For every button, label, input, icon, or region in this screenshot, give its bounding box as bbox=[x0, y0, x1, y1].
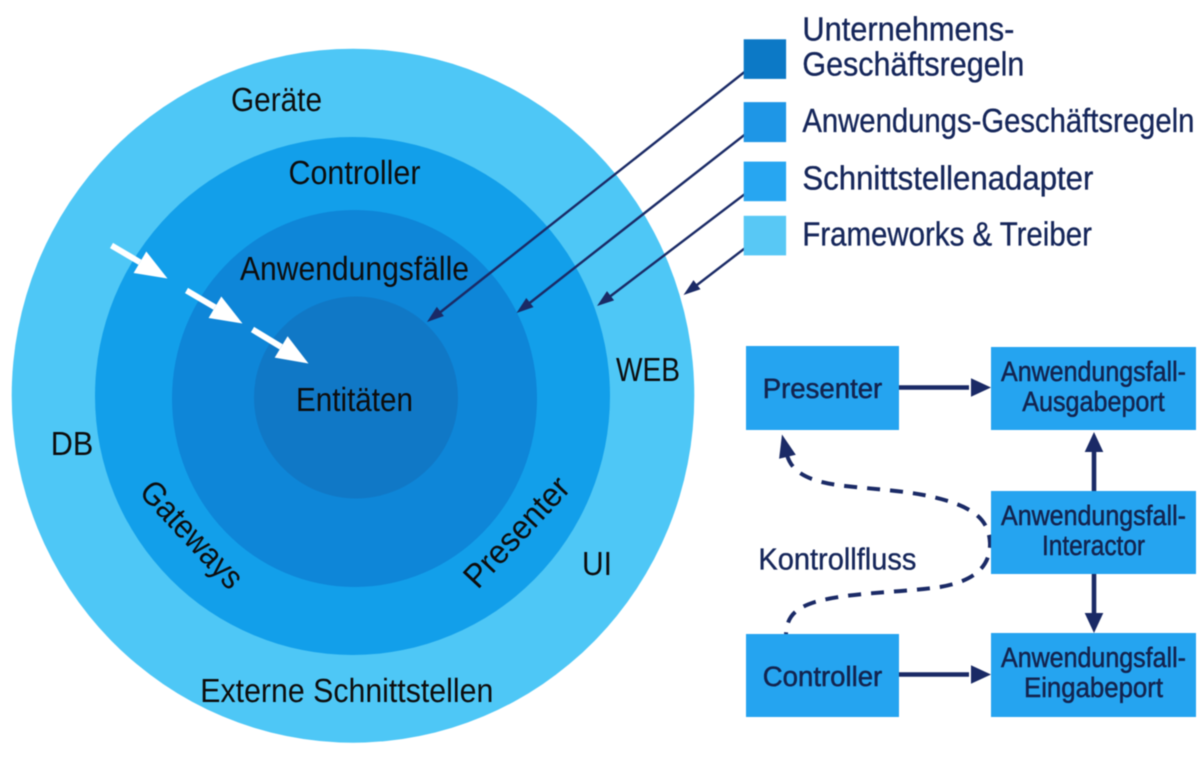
svg-text:Anwendungsfall-: Anwendungsfall- bbox=[1001, 642, 1186, 673]
svg-text:Schnittstellenadapter: Schnittstellenadapter bbox=[802, 160, 1093, 197]
svg-text:Controller: Controller bbox=[289, 155, 421, 192]
svg-text:WEB: WEB bbox=[616, 352, 680, 389]
svg-text:Externe Schnittstellen: Externe Schnittstellen bbox=[200, 673, 493, 710]
svg-text:Eingabeport: Eingabeport bbox=[1024, 672, 1163, 703]
svg-text:Anwendungsfall-: Anwendungsfall- bbox=[1001, 356, 1186, 387]
svg-text:Frameworks & Treiber: Frameworks & Treiber bbox=[802, 217, 1092, 254]
svg-text:Kontrollfluss: Kontrollfluss bbox=[758, 543, 916, 577]
svg-text:UI: UI bbox=[582, 546, 612, 583]
svg-text:DB: DB bbox=[51, 426, 94, 463]
svg-text:Presenter: Presenter bbox=[763, 373, 883, 404]
svg-text:Anwendungsfall-: Anwendungsfall- bbox=[1001, 500, 1186, 531]
svg-text:Anwendungsfälle: Anwendungsfälle bbox=[240, 251, 469, 288]
svg-text:Interactor: Interactor bbox=[1042, 530, 1145, 561]
svg-text:Geräte: Geräte bbox=[231, 82, 322, 119]
svg-text:Anwendungs-Geschäftsregeln: Anwendungs-Geschäftsregeln bbox=[802, 103, 1194, 140]
svg-text:Controller: Controller bbox=[763, 661, 883, 692]
svg-text:Unternehmens-: Unternehmens- bbox=[802, 12, 1014, 49]
svg-text:Ausgabeport: Ausgabeport bbox=[1022, 386, 1165, 417]
svg-text:Entitäten: Entitäten bbox=[296, 382, 413, 419]
svg-text:Geschäftsregeln: Geschäftsregeln bbox=[802, 47, 1024, 84]
